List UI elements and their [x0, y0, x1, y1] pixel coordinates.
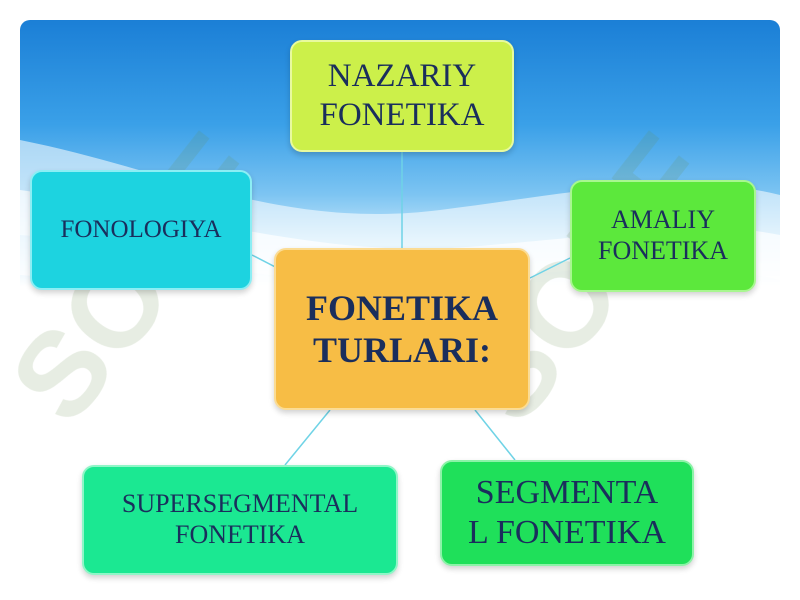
- node-nazariy-fonetika: NAZARIY FONETIKA: [290, 40, 514, 152]
- center-text-line: FONETIKA: [305, 287, 499, 328]
- node-center-fonetika-turlari: FONETIKA TURLARI:: [274, 248, 530, 410]
- connector-bottom-right: [474, 409, 516, 461]
- center-text-line: TURLARI:: [312, 330, 491, 370]
- node-text-line: SUPERSEGMENTAL: [121, 489, 359, 519]
- node-text-line: FONOLOGIYA: [60, 216, 222, 244]
- connector-right: [529, 257, 571, 279]
- node-segmental-fonetika: SEGMENTA L FONETIKA: [440, 460, 694, 566]
- node-text-line: FONETIKA: [175, 520, 305, 549]
- node-text-line: SEGMENTA: [475, 473, 659, 511]
- node-text-line: NAZARIY: [327, 58, 477, 95]
- node-text-line: FONETIKA: [319, 97, 485, 133]
- node-supersegmental-fonetika: SUPERSEGMENTAL FONETIKA: [82, 465, 398, 575]
- node-fonologiya: FONOLOGIYA: [30, 170, 252, 290]
- node-text-line: AMALIY: [611, 205, 715, 235]
- connector-bottom-left: [284, 409, 331, 466]
- node-text-line: FONETIKA: [598, 236, 728, 265]
- node-amaliy-fonetika: AMALIY FONETIKA: [570, 180, 756, 292]
- node-text-line: L FONETIKA: [468, 514, 666, 551]
